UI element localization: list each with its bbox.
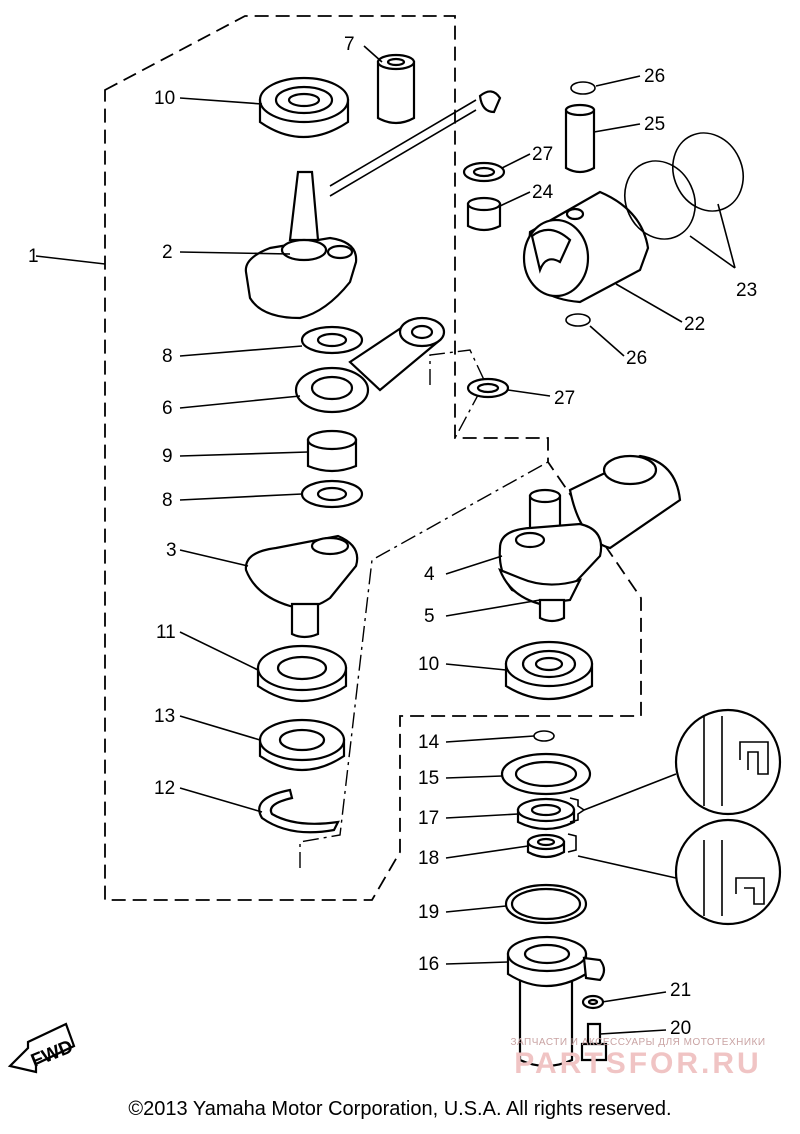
part-26-upper-clip (570, 81, 596, 95)
label-part-14: 14 (418, 732, 440, 753)
woodruff-key (478, 90, 502, 114)
label-part-8-lower: 8 (162, 490, 173, 511)
assembly-1-dashed-outline (104, 15, 642, 901)
label-part-7: 7 (344, 34, 355, 55)
label-part-9: 9 (162, 446, 173, 467)
leader-lines (35, 45, 683, 1035)
part-10-lower-bearing (504, 640, 594, 701)
part-25-piston-pin (564, 103, 596, 174)
part-27-lower-washer (466, 377, 510, 399)
crank-dashdot-outline (299, 349, 549, 868)
part-22-piston (522, 190, 650, 304)
part-2-upper-crank-half (244, 170, 358, 320)
part-3-lower-crank-half (244, 534, 359, 639)
label-part-23: 23 (736, 280, 757, 301)
part-7-crank-pin (376, 53, 416, 125)
label-part-4: 4 (424, 564, 435, 585)
part-5-crank-lower-assembly (498, 568, 583, 623)
label-part-3: 3 (166, 540, 177, 561)
watermark-tagline: ЗАПЧАСТИ И АКСЕССУАРЫ ДЛЯ МОТОТЕХНИКИ (510, 1037, 766, 1048)
part-10-upper-bearing (258, 76, 350, 138)
label-part-26-lower: 26 (626, 348, 647, 369)
label-part-21: 21 (670, 980, 691, 1001)
part-13-bearing (258, 718, 346, 772)
label-part-16: 16 (418, 954, 439, 975)
part-27-upper-washer (462, 161, 506, 183)
part-12-circlip (258, 788, 340, 834)
leader-detail-18 (577, 855, 677, 879)
part-21-washer (581, 994, 605, 1010)
copyright-notice: ©2013 Yamaha Motor Corporation, U.S.A. A… (128, 1098, 672, 1120)
label-part-1: 1 (28, 246, 39, 267)
part-8-lower-thrust-washer (300, 479, 364, 509)
label-part-6: 6 (162, 398, 173, 419)
label-part-24: 24 (532, 182, 554, 203)
part-8-upper-thrust-washer (300, 325, 364, 355)
label-part-5: 5 (424, 606, 435, 627)
label-part-13: 13 (154, 706, 175, 727)
watermark: ЗАПЧАСТИ И АКСЕССУАРЫ ДЛЯ МОТОТЕХНИКИ PA… (488, 1037, 788, 1080)
label-part-2: 2 (162, 242, 173, 263)
part-19-o-ring (504, 883, 588, 925)
part-17-oil-seal (516, 797, 576, 831)
leader-detail-17 (583, 773, 677, 811)
part-11-bearing (256, 644, 348, 702)
part-4-crank-assembly (498, 454, 682, 597)
part-9-big-end-bearing (306, 429, 358, 473)
detail-view-17 (674, 708, 782, 816)
label-part-27-upper: 27 (532, 144, 553, 165)
bracket-18 (567, 833, 577, 853)
fwd-arrow-icon: FWD (7, 1022, 76, 1074)
detail-view-18 (674, 818, 782, 926)
label-part-17: 17 (418, 808, 439, 829)
part-14-o-ring (533, 730, 555, 742)
label-part-10-upper: 10 (154, 88, 175, 109)
label-part-20: 20 (670, 1018, 691, 1039)
part-23-piston-rings (624, 132, 744, 269)
part-16-seal-housing (506, 935, 606, 1068)
part-20-bolt (580, 1022, 608, 1062)
label-part-15: 15 (418, 768, 439, 789)
part-24-needle-bearing (466, 196, 502, 232)
label-part-26-upper: 26 (644, 66, 665, 87)
label-part-22: 22 (684, 314, 705, 335)
part-26-lower-clip (565, 313, 591, 327)
label-part-11: 11 (156, 622, 176, 643)
part-18-oil-seal (526, 833, 566, 859)
label-part-8-upper: 8 (162, 346, 173, 367)
label-part-18: 18 (418, 848, 439, 869)
label-part-10-lower: 10 (418, 654, 439, 675)
part-6-connecting-rod (294, 316, 446, 414)
watermark-brand: PARTSFOR.RU (514, 1047, 762, 1080)
label-part-12: 12 (154, 778, 175, 799)
label-part-27-lower: 27 (554, 388, 575, 409)
label-part-25: 25 (644, 114, 665, 135)
label-part-19: 19 (418, 902, 439, 923)
part-15-washer (500, 752, 592, 796)
